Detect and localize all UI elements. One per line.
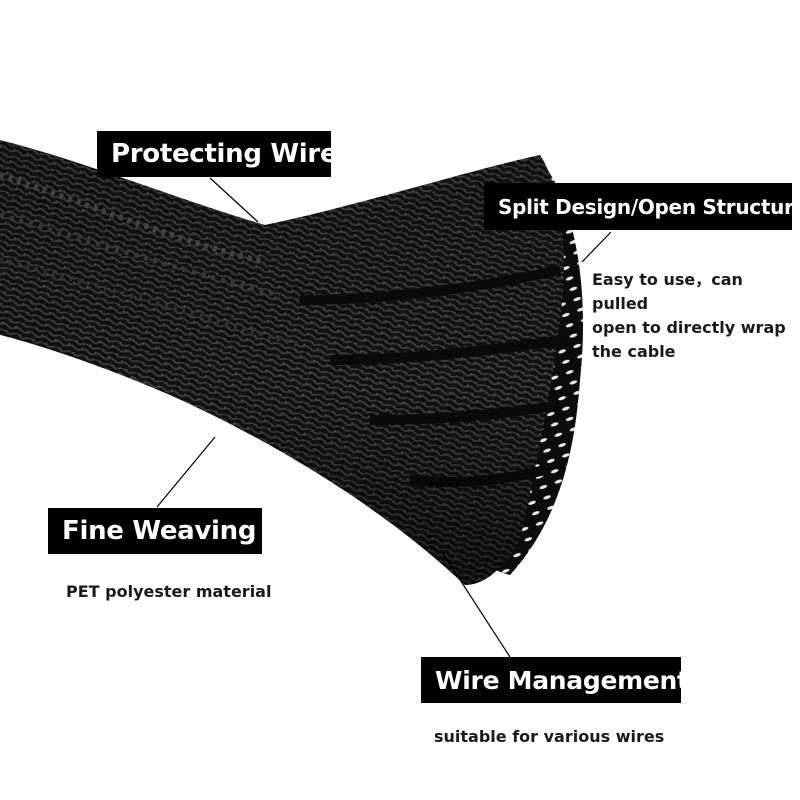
leader-wire-management bbox=[441, 551, 511, 658]
leader-protecting-wire bbox=[209, 177, 259, 223]
desc-split-design-line-3: the cable bbox=[592, 342, 676, 361]
label-split-design-text: Split Design/Open Structure bbox=[498, 194, 800, 219]
label-split-design: Split Design/Open Structure bbox=[484, 183, 800, 230]
label-protecting-wire: Protecting Wire bbox=[97, 131, 338, 177]
desc-split-design: Easy to use，can pulled open to directly … bbox=[592, 268, 800, 364]
leader-split-design bbox=[581, 231, 612, 263]
desc-split-design-line-2: open to directly wrap bbox=[592, 318, 786, 337]
label-wire-management-text: Wire Management bbox=[435, 665, 689, 695]
label-protecting-wire-text: Protecting Wire bbox=[111, 139, 338, 169]
sleeve-shading bbox=[0, 140, 564, 585]
leader-fine-weaving bbox=[156, 436, 216, 508]
label-wire-management: Wire Management bbox=[421, 657, 689, 703]
desc-split-design-line-1: Easy to use，can pulled bbox=[592, 270, 743, 313]
desc-wire-management: suitable for various wires bbox=[434, 727, 665, 746]
desc-fine-weaving: PET polyester material bbox=[66, 582, 272, 601]
label-fine-weaving: Fine Weaving bbox=[48, 508, 262, 554]
label-fine-weaving-text: Fine Weaving bbox=[62, 516, 257, 546]
